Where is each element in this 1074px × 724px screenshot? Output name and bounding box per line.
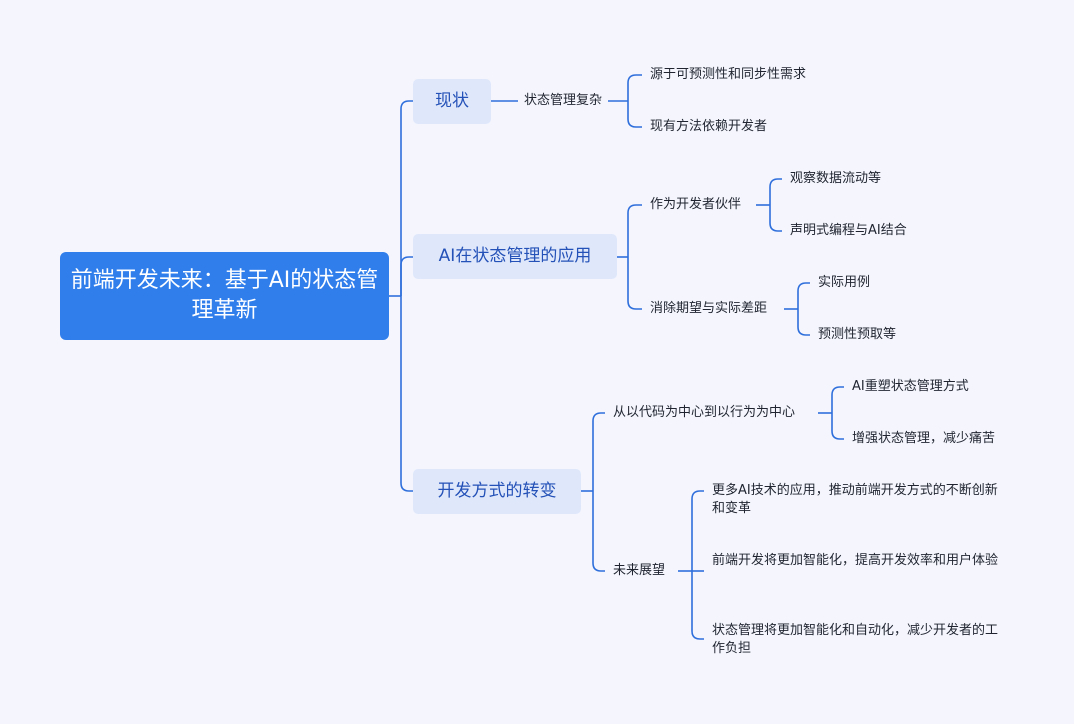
partner-link-0 [769, 178, 782, 205]
topic-close-gap: 消除期望与实际差距 [650, 301, 768, 316]
leaf-developer-reliance: 现有方法依赖开发者 [650, 119, 768, 134]
ai-app-link-0 [627, 204, 642, 257]
leaf-reduce-pain: 增强状态管理，减少痛苦 [852, 431, 996, 446]
leaf-smarter-dev: 前端开发将更加智能化，提高开发效率和用户体验 [712, 553, 999, 568]
topic-outlook: 未来展望 [613, 563, 666, 578]
complexity-link-1 [627, 101, 642, 128]
dev-shift-link-0 [592, 412, 605, 491]
topic-state-complexity: 状态管理复杂 [524, 93, 603, 108]
gap-link-1 [797, 309, 810, 336]
leaf-declarative-ai: 声明式编程与AI结合 [790, 223, 907, 238]
leaf-more-ai: 更多AI技术的应用，推动前端开发方式的不断创新和变革 [712, 483, 998, 516]
leaf-predictive-prefetch: 预测性预取等 [818, 327, 897, 342]
topic-code-to-behavior: 从以代码为中心到以行为为中心 [613, 405, 796, 420]
outlook-link-2 [691, 571, 704, 640]
leaf-predictability: 源于可预测性和同步性需求 [650, 67, 807, 82]
leaf-observe-dataflow: 观察数据流动等 [790, 171, 882, 186]
complexity-link-0 [627, 74, 642, 101]
leaf-automation: 状态管理将更加智能化和自动化，减少开发者的工作负担 [712, 623, 999, 656]
partner-link-1 [769, 205, 782, 232]
leaf-use-cases: 实际用例 [818, 275, 871, 290]
root-link-2 [400, 296, 413, 492]
branch-status-quo: 现状 [413, 79, 491, 124]
topic-developer-partner: 作为开发者伙伴 [650, 197, 742, 212]
branch-dev-shift: 开发方式的转变 [413, 469, 581, 514]
leaf-ai-reshape: AI重塑状态管理方式 [852, 379, 969, 394]
root-link-1 [400, 256, 413, 296]
ai-app-link-1 [627, 257, 642, 310]
branch-ai-application: AI在状态管理的应用 [413, 234, 617, 279]
root-link-0 [400, 100, 413, 296]
gap-link-0 [797, 282, 810, 309]
outlook-link-0 [691, 490, 704, 571]
code-behavior-link-0 [831, 386, 844, 413]
code-behavior-link-1 [831, 413, 844, 440]
dev-shift-link-1 [592, 491, 605, 572]
root-topic: 前端开发未来：基于AI的状态管理革新 [60, 252, 389, 340]
